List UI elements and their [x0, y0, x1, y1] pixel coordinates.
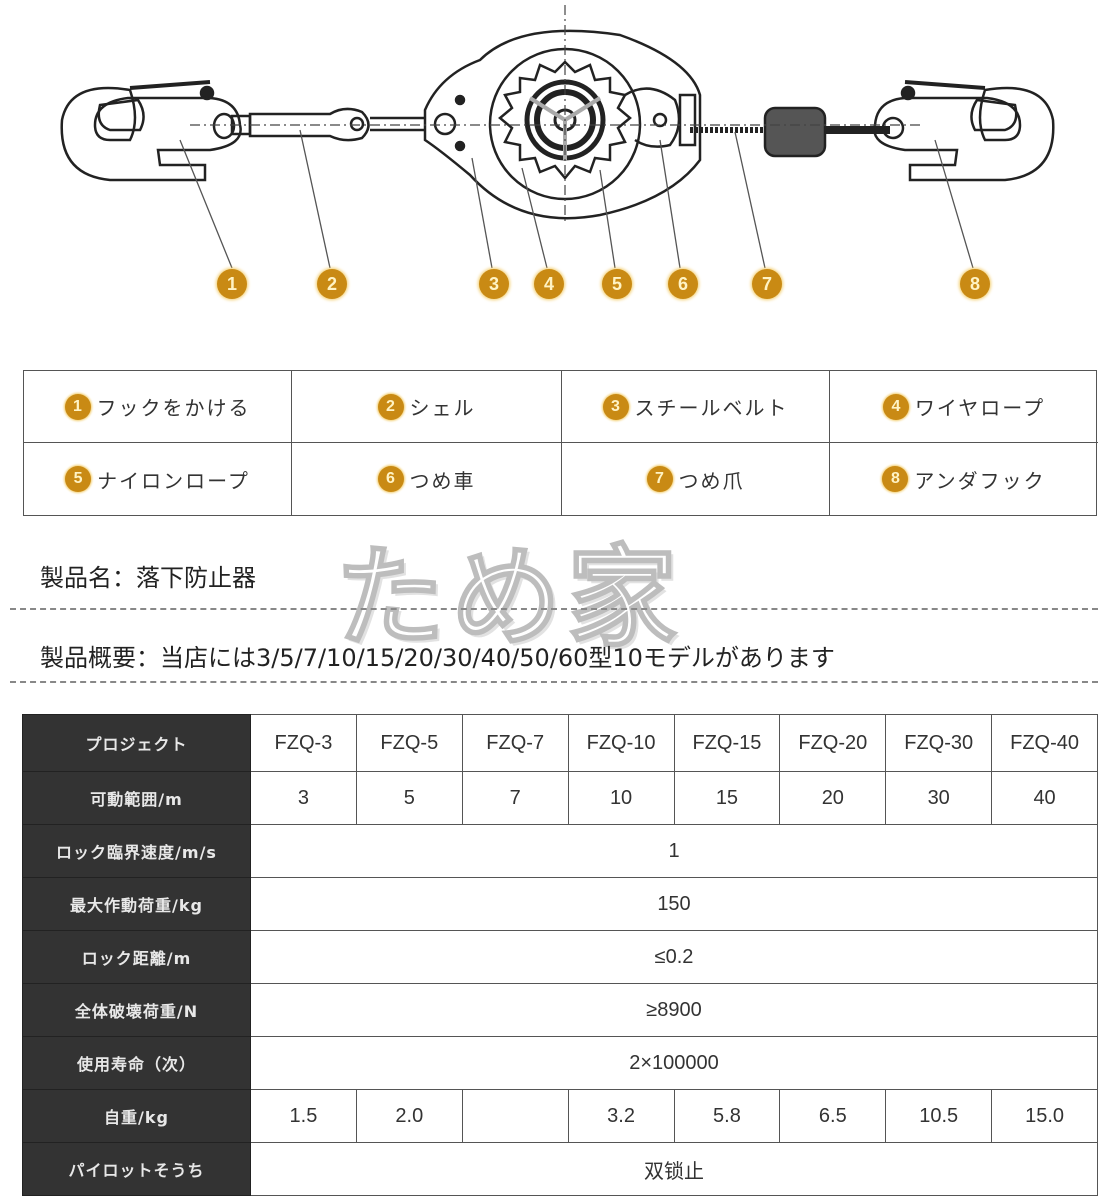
row-header: ロック距離/m: [22, 930, 251, 984]
table-cell: 10: [567, 771, 675, 825]
callout-badge-4: 4: [534, 269, 564, 299]
table-cell: 3.2: [567, 1089, 675, 1143]
table-cell: 3: [250, 771, 357, 825]
table-cell: 5: [355, 771, 463, 825]
row-header: プロジェクト: [22, 714, 251, 772]
row-header: 可動範囲/m: [22, 771, 251, 825]
table-row: プロジェクト FZQ-3 FZQ-5 FZQ-7 FZQ-10 FZQ-15 F…: [22, 714, 1098, 772]
callout-badge-2: 2: [317, 269, 347, 299]
table-cell: 40: [991, 771, 1098, 825]
legend-label: ワイヤロープ: [914, 396, 1046, 420]
table-cell: FZQ-20: [779, 714, 887, 772]
table-cell: FZQ-5: [355, 714, 463, 772]
legend-label: フックをかける: [96, 396, 251, 420]
table-cell: FZQ-7: [461, 714, 569, 772]
table-cell: 15: [673, 771, 781, 825]
table-cell: 1.5: [250, 1089, 357, 1143]
callout-badge-6: 6: [668, 269, 698, 299]
table-cell-merged: 双锁止: [250, 1142, 1098, 1196]
product-name: 製品名：落下防止器: [40, 564, 256, 592]
fall-arrester-diagram: 1 2 3 4 5 6 7 8: [0, 0, 1115, 320]
table-cell: 15.0: [991, 1089, 1098, 1143]
legend-label: つめ車: [409, 468, 476, 493]
legend-label: アンダフック: [914, 468, 1046, 493]
table-row: 最大作動荷重/kg 150: [22, 877, 1098, 931]
row-header: 自重/kg: [22, 1089, 251, 1143]
callout-badge-3: 3: [479, 269, 509, 299]
table-cell: 10.5: [885, 1089, 993, 1143]
callout-badge-5: 5: [602, 269, 632, 299]
number-badge: 6: [377, 466, 404, 492]
fall-arrester-illustration: [60, 5, 1055, 269]
callout-badge-7: 7: [752, 269, 782, 299]
table-row: 可動範囲/m 3 5 7 10 15 20 30 40: [22, 771, 1098, 825]
table-cell-merged: ≤0.2: [250, 930, 1098, 984]
table-cell: 30: [885, 771, 993, 825]
callout-badge-1: 1: [217, 269, 247, 299]
divider: [10, 681, 1098, 683]
table-row: 自重/kg 1.5 2.0 3.2 5.8 6.5 10.5 15.0: [22, 1089, 1098, 1143]
table-cell: 20: [779, 771, 887, 825]
table-row: ロック臨界速度/m/s 1: [22, 824, 1098, 878]
table-row: 使用寿命（次） 2×100000: [22, 1036, 1098, 1090]
divider: [10, 608, 1098, 610]
table-cell: FZQ-10: [567, 714, 675, 772]
number-badge: 5: [65, 466, 92, 492]
table-cell: FZQ-30: [885, 714, 993, 772]
number-badge: 8: [882, 466, 909, 492]
row-header: ロック臨界速度/m/s: [22, 824, 251, 878]
table-row: 全体破壊荷重/N ≥8900: [22, 983, 1098, 1037]
table-cell: FZQ-15: [673, 714, 781, 772]
table-cell: 2.0: [355, 1089, 463, 1143]
table-cell: 7: [461, 771, 569, 825]
table-cell-merged: 2×100000: [250, 1036, 1098, 1090]
number-badge: 2: [377, 393, 404, 420]
table-cell: FZQ-3: [250, 714, 357, 772]
table-cell: FZQ-40: [991, 714, 1098, 772]
product-summary: 製品概要：当店には3/5/7/10/15/20/30/40/50/60型10モデ…: [40, 644, 835, 672]
number-badge: 1: [64, 393, 91, 420]
table-cell: [461, 1089, 569, 1143]
table-cell-merged: 150: [250, 877, 1098, 931]
legend-label: シェル: [409, 396, 476, 420]
table-row: ロック距離/m ≤0.2: [22, 930, 1098, 984]
row-header: 全体破壊荷重/N: [22, 983, 251, 1037]
legend-label: つめ爪: [678, 468, 745, 493]
number-badge: 7: [646, 466, 673, 492]
table-cell-merged: 1: [250, 824, 1098, 878]
table-row: パイロットそうち 双锁止: [22, 1142, 1098, 1196]
table-cell: 5.8: [673, 1089, 781, 1143]
legend-label: ナイロンロープ: [97, 468, 250, 493]
legend-label: スチールベルト: [634, 396, 789, 420]
row-header: パイロットそうち: [22, 1142, 251, 1196]
number-badge: 3: [602, 393, 629, 420]
row-header: 最大作動荷重/kg: [22, 877, 251, 931]
spec-table: プロジェクト FZQ-3 FZQ-5 FZQ-7 FZQ-10 FZQ-15 F…: [22, 714, 1098, 1196]
table-cell-merged: ≥8900: [250, 983, 1098, 1037]
number-badge: 4: [882, 393, 909, 420]
row-header: 使用寿命（次）: [22, 1036, 251, 1090]
callout-badge-8: 8: [960, 269, 990, 299]
table-cell: 6.5: [779, 1089, 887, 1143]
